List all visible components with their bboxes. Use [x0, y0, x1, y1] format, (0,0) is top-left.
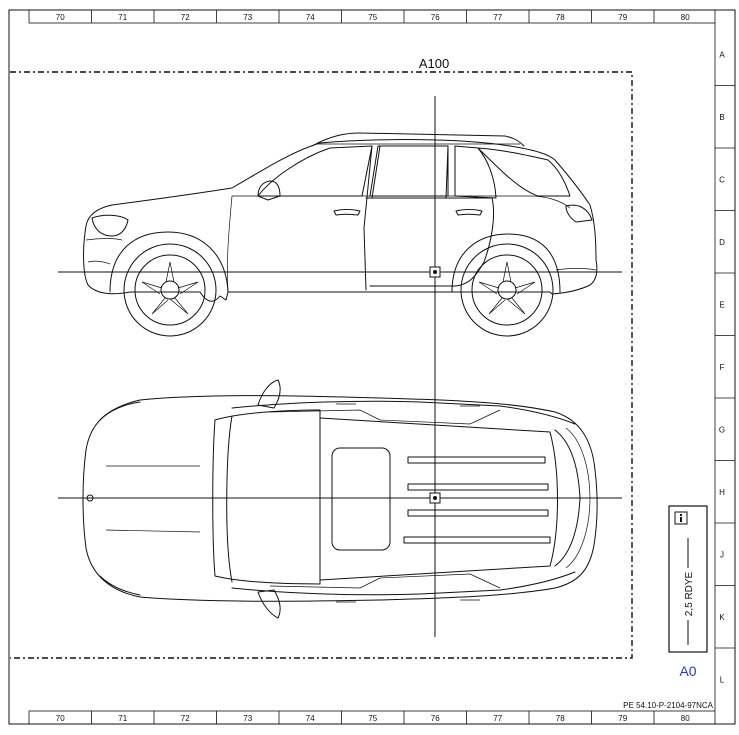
legend-box: 2,5 RDYE	[668, 505, 708, 653]
column-label-73: 73	[243, 13, 252, 22]
row-label-L: L	[720, 675, 725, 684]
column-label-70: 70	[56, 13, 65, 22]
bottom-column-labels: 70 71 72 73 74 75 76 77 78 79 80	[56, 714, 690, 723]
column-label-78: 78	[556, 714, 565, 723]
info-icon-dot	[680, 514, 682, 516]
top-ruler	[28, 9, 716, 24]
column-label-75: 75	[368, 13, 377, 22]
column-label-71: 71	[118, 13, 127, 22]
row-label-A: A	[719, 50, 725, 59]
row-label-F: F	[720, 363, 725, 372]
row-label-D: D	[719, 238, 725, 247]
column-label-77: 77	[493, 13, 502, 22]
info-icon-stem	[680, 517, 682, 522]
column-label-76: 76	[431, 714, 440, 723]
row-label-G: G	[719, 425, 725, 434]
column-label-75: 75	[368, 714, 377, 723]
drawing-code: PE 54.10-P-2104-97NCA	[623, 701, 713, 710]
column-label-74: 74	[306, 714, 315, 723]
row-label-C: C	[719, 175, 725, 184]
column-label-78: 78	[556, 13, 565, 22]
column-label-80: 80	[681, 714, 690, 723]
row-label-J: J	[720, 550, 724, 559]
column-label-79: 79	[618, 714, 627, 723]
vehicle-top-view	[82, 379, 598, 619]
column-label-73: 73	[243, 714, 252, 723]
column-label-71: 71	[118, 714, 127, 723]
sheet-border	[8, 9, 736, 725]
column-label-72: 72	[181, 13, 190, 22]
column-label-70: 70	[56, 714, 65, 723]
reference-point-side	[433, 270, 437, 274]
bottom-ruler	[28, 710, 716, 725]
column-label-77: 77	[493, 714, 502, 723]
reference-point-top	[433, 496, 437, 500]
row-label-K: K	[719, 613, 725, 622]
top-column-labels: 70 71 72 73 74 75 76 77 78 79 80	[56, 13, 690, 22]
area-label: A100	[419, 56, 449, 71]
legend-frame	[668, 505, 708, 653]
vehicle-side-view	[83, 132, 598, 337]
row-label-H: H	[719, 488, 725, 497]
column-label-76: 76	[431, 13, 440, 22]
column-label-79: 79	[618, 13, 627, 22]
row-label-E: E	[719, 300, 724, 309]
column-label-72: 72	[181, 714, 190, 723]
column-label-74: 74	[306, 13, 315, 22]
area-boundary	[10, 71, 633, 659]
sheet-size-label: A0	[679, 663, 696, 679]
row-label-B: B	[719, 113, 724, 122]
column-label-80: 80	[681, 13, 690, 22]
row-labels: A B C D E F G H J K L	[719, 50, 725, 684]
legend-spec-text: 2,5 RDYE	[684, 571, 695, 616]
